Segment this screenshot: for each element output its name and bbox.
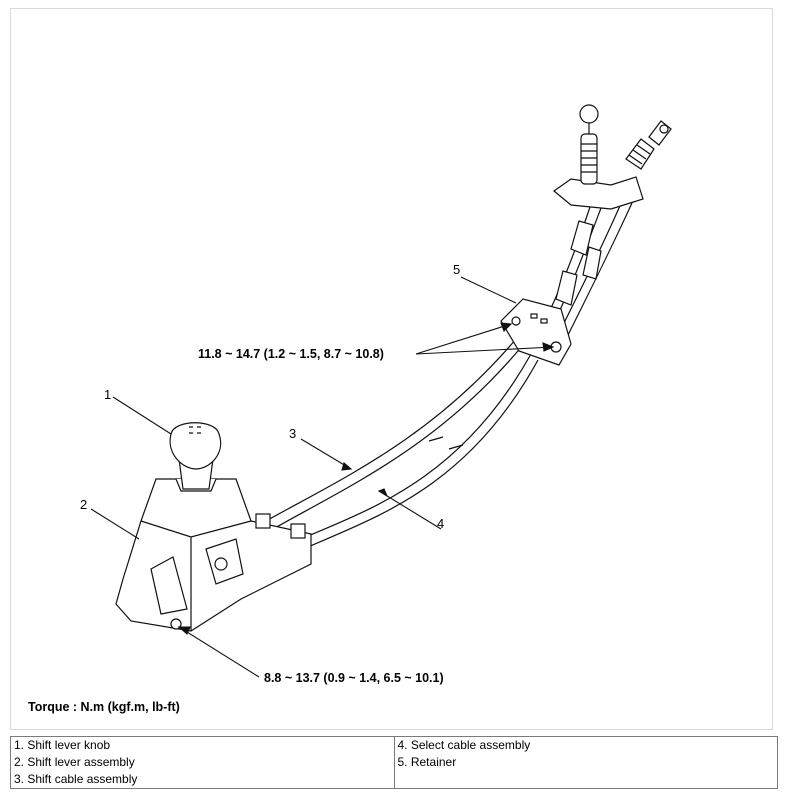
shift-lever-assembly: [115, 478, 312, 632]
retainer: [500, 298, 572, 366]
torque-arrow-upper-b: [415, 346, 554, 355]
callout-4: 4: [437, 516, 445, 531]
legend-item: 2. Shift lever assembly: [14, 755, 135, 769]
legend-item: 4. Select cable assembly: [397, 738, 531, 752]
legend-item: 5. Retainer: [397, 755, 457, 769]
leader-1: [112, 396, 172, 435]
diagram-figure: 1 2 3 4 5 11.8 ~ 14.7 (1.2 ~ 1.5, 8.7 ~ …: [10, 8, 773, 730]
torque-arrow-upper-a: [415, 323, 512, 355]
torque-unit-label: Torque : N.m (kgf.m, lb-ft): [28, 700, 180, 714]
torque-label-retainer: 11.8 ~ 14.7 (1.2 ~ 1.5, 8.7 ~ 10.8): [198, 347, 384, 361]
callout-1: 1: [104, 387, 112, 402]
legend-left-column: 1. Shift lever knob 2. Shift lever assem…: [10, 736, 395, 789]
torque-label-base: 8.8 ~ 13.7 (0.9 ~ 1.4, 6.5 ~ 10.1): [264, 671, 444, 685]
legend-item: 1. Shift lever knob: [14, 738, 111, 752]
callout-3: 3: [289, 426, 297, 441]
select-cable: [300, 353, 532, 540]
shift-cable: [265, 338, 517, 522]
callout-5: 5: [453, 262, 461, 277]
legend-item: 3. Shift cable assembly: [14, 772, 138, 786]
shift-lever-knob: [169, 422, 222, 492]
parts-legend-table: 1. Shift lever knob 2. Shift lever assem…: [10, 736, 778, 789]
torque-arrow-lower: [178, 626, 260, 678]
leader-5: [460, 276, 517, 304]
shift-cable-drawing: [90, 104, 672, 678]
leader-2: [90, 508, 140, 540]
leader-4: [378, 490, 442, 530]
callout-2: 2: [80, 497, 88, 512]
legend-right-column: 4. Select cable assembly 5. Retainer: [393, 736, 778, 789]
leader-3: [300, 438, 352, 470]
